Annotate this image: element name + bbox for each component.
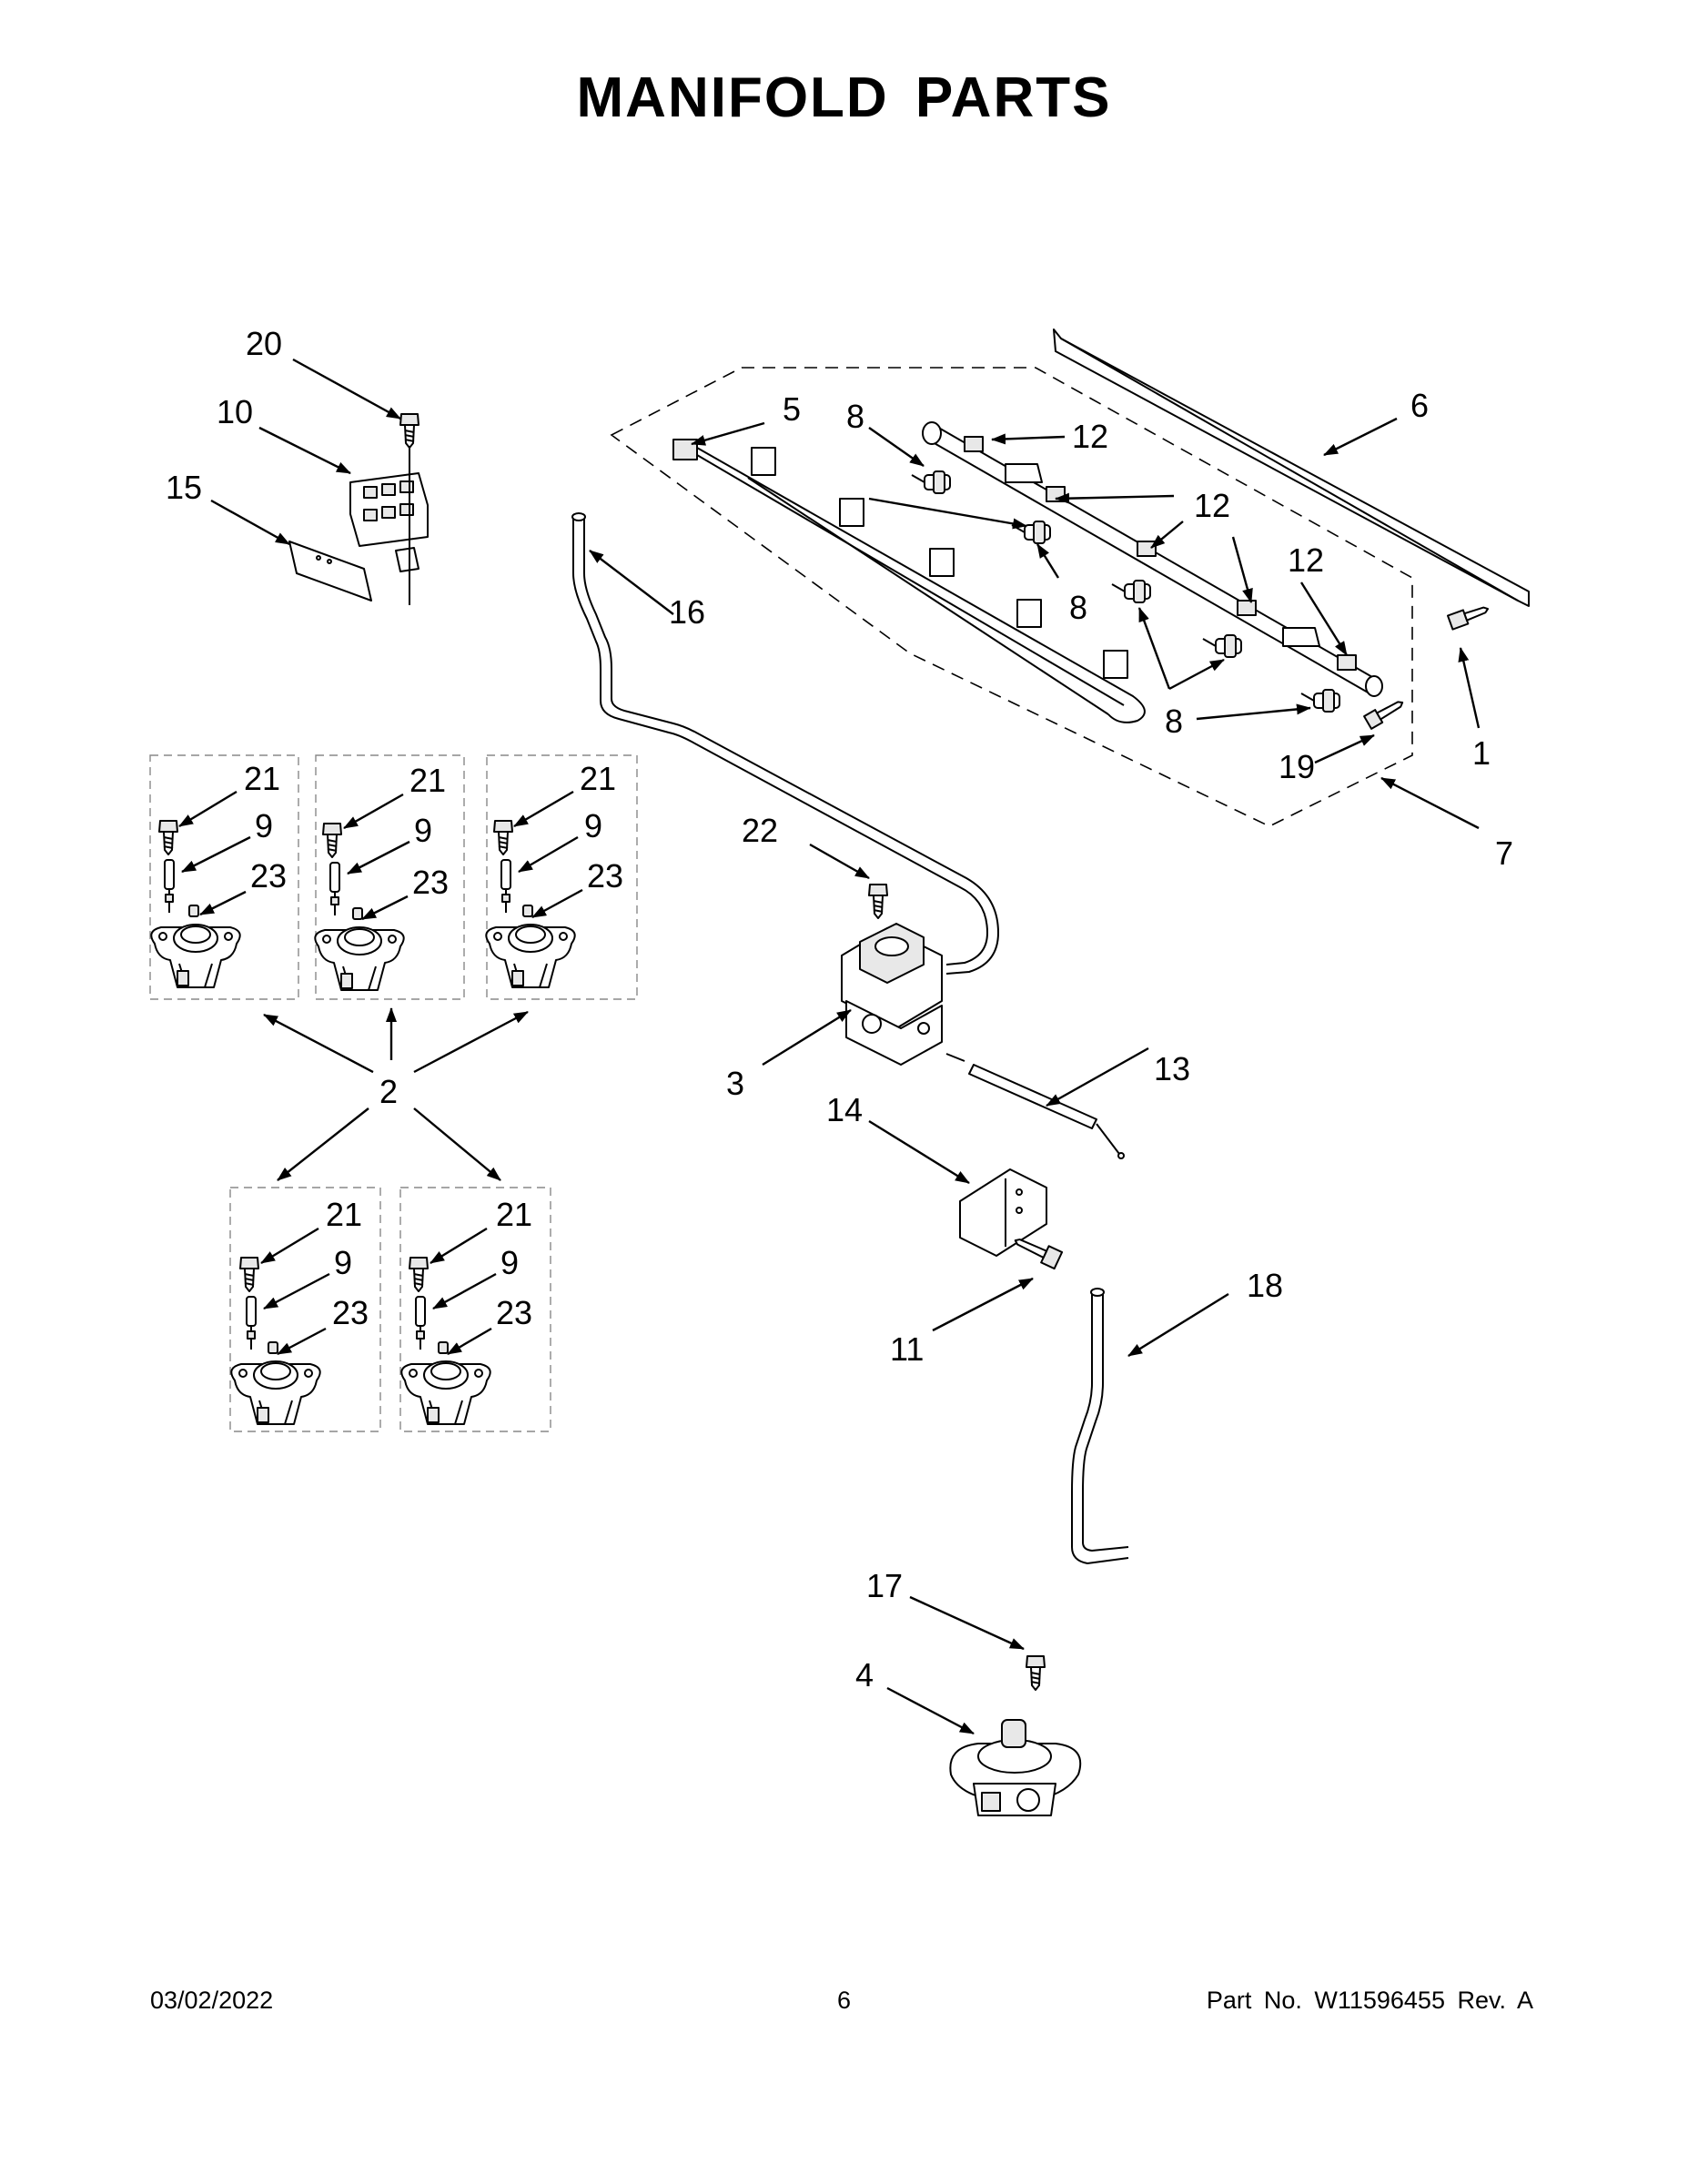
valve-4: [949, 1719, 1082, 1816]
pressure-regulator: [841, 923, 943, 1066]
screw-17: [1026, 1655, 1046, 1691]
bracket-14: [959, 1168, 1047, 1257]
callout-8-c: 8: [1165, 703, 1183, 740]
screw-19: [1363, 701, 1404, 730]
callout-6: 6: [1410, 387, 1429, 424]
manifold-rail-bracket: [1053, 329, 1530, 607]
callout-4: 4: [855, 1656, 874, 1694]
callout-10: 10: [217, 393, 253, 430]
burner-box-3: [485, 754, 638, 1000]
callout-3: 3: [726, 1065, 744, 1102]
electrode-13: [945, 1053, 1125, 1159]
screw-22: [868, 884, 888, 919]
callout-13: 13: [1154, 1050, 1190, 1087]
callout-21-box1: 21: [244, 760, 280, 797]
gas-tube-16-end: [571, 512, 586, 521]
callout-17: 17: [866, 1567, 903, 1604]
callout-9-box4: 9: [334, 1244, 352, 1281]
screw-20: [399, 413, 419, 605]
terminal-bracket: [288, 541, 372, 602]
callout-5: 5: [783, 390, 801, 428]
callout-9-box2: 9: [414, 812, 432, 849]
callout-1: 1: [1472, 734, 1491, 772]
callout-12-a: 12: [1072, 418, 1108, 455]
callout-23-box4: 23: [332, 1294, 369, 1331]
callout-21-box2: 21: [409, 762, 446, 799]
callout-19: 19: [1279, 748, 1315, 785]
callout-18: 18: [1247, 1267, 1283, 1304]
callout-21-box5: 21: [496, 1196, 532, 1233]
page-title: MANIFOLD PARTS: [576, 66, 1112, 129]
manifold-assembly-boundary: [610, 367, 1413, 827]
callout-15: 15: [166, 469, 202, 506]
leader-lines: [178, 358, 1481, 1735]
gas-tube-18-outline: [1082, 1292, 1129, 1552]
burner-box-4: [229, 1187, 381, 1432]
callout-23-box2: 23: [412, 864, 449, 901]
igniter-harness: [672, 439, 1146, 723]
screw-1: [1446, 606, 1490, 631]
footer-page-number: 6: [836, 1987, 852, 2014]
callout-7: 7: [1495, 834, 1513, 872]
callout-21-box4: 21: [326, 1196, 362, 1233]
callout-9-box3: 9: [584, 807, 602, 844]
callout-8-b: 8: [1069, 589, 1087, 626]
callout-8-a: 8: [846, 398, 864, 435]
callout-23-box5: 23: [496, 1294, 532, 1331]
callout-9-box1: 9: [255, 807, 273, 844]
callout-12-b: 12: [1194, 487, 1230, 524]
gas-tube-16-outline: [583, 517, 1000, 975]
gas-tube-18: [1071, 1292, 1129, 1565]
callout-20: 20: [246, 325, 282, 362]
burner-box-5: [399, 1187, 551, 1432]
footer-part-number: Part No. W11596455 Rev. A: [1206, 1987, 1533, 2014]
terminal-block: [349, 472, 429, 572]
gas-tube-18-end: [1090, 1288, 1105, 1297]
callout-11: 11: [890, 1330, 924, 1368]
callout-23-box3: 23: [587, 857, 623, 895]
callout-22: 22: [742, 812, 778, 849]
burner-box-1: [149, 754, 299, 1000]
callout-21-box3: 21: [580, 760, 616, 797]
callout-12-c: 12: [1288, 541, 1324, 579]
callout-16: 16: [669, 593, 705, 631]
callout-9-box5: 9: [500, 1244, 519, 1281]
screw-11: [1014, 1239, 1064, 1270]
footer-date: 03/02/2022: [150, 1987, 274, 2014]
burner-box-2: [314, 754, 465, 1000]
gas-tube-16: [572, 517, 989, 966]
callout-23-box1: 23: [250, 857, 287, 895]
callout-14: 14: [826, 1091, 863, 1128]
callout-2: 2: [379, 1073, 398, 1110]
